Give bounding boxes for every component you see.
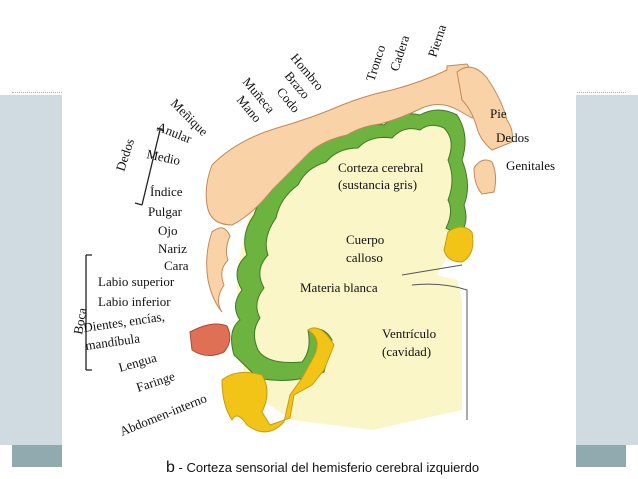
label-cadera: Cadera: [387, 33, 413, 73]
label-abdomen: Abdomen-interno: [118, 390, 209, 439]
lower-yellow-region: [221, 327, 335, 433]
label-genitales: Genitales: [506, 158, 555, 173]
label-faringe: Faringe: [134, 368, 177, 395]
label-pulgar: Pulgar: [148, 204, 183, 219]
label-corteza-1: Corteza cerebral: [338, 160, 424, 175]
label-nariz: Nariz: [158, 241, 187, 256]
brain-figure: Hombro Brazo Codo Muñeca Mano Tronco Cad…: [62, 0, 576, 479]
label-ventriculo-2: (cavidad): [382, 344, 431, 359]
label-lengua: Lengua: [117, 350, 159, 375]
label-cara: Cara: [164, 258, 189, 273]
label-pie: Pie: [490, 106, 507, 121]
homunculus-arm: [205, 63, 485, 226]
caption-letter: b: [166, 459, 175, 476]
label-cuerpo-1: Cuerpo: [346, 232, 384, 247]
homunculus-tongue: [189, 323, 231, 356]
label-dedos: Dedos: [113, 137, 138, 173]
label-labio-inferior: Labio inferior: [98, 294, 171, 309]
label-tronco: Tronco: [363, 43, 389, 83]
label-cuerpo-2: calloso: [346, 250, 383, 265]
label-materia-blanca: Materia blanca: [300, 280, 378, 295]
label-medio: Medio: [145, 146, 181, 168]
label-corteza-2: (sustancia gris): [338, 177, 417, 192]
sensory-homunculus-diagram: Hombro Brazo Codo Muñeca Mano Tronco Cad…: [70, 22, 555, 476]
caption-text: - Corteza sensorial del hemisferio cereb…: [175, 460, 479, 475]
homunculus-face: [206, 227, 231, 313]
homunculus-leg: [456, 66, 513, 151]
white-matter-region: [237, 112, 462, 430]
label-pierna: Pierna: [425, 22, 450, 58]
ventricle-outline: [401, 264, 468, 420]
homunculus-genitals: [473, 159, 497, 195]
dedos-bracket: [134, 127, 165, 206]
label-boca: Boca: [70, 306, 89, 335]
label-dedos-pie: Dedos: [496, 130, 529, 145]
label-dientes-1: Dientes, encías,: [82, 309, 165, 335]
corpus-callosum-region: [443, 226, 474, 263]
boca-bracket: [85, 254, 92, 371]
label-dientes-2: mandíbula: [84, 330, 141, 353]
figure-caption: b - Corteza sensorial del hemisferio cer…: [166, 459, 479, 476]
label-indice: Índice: [150, 184, 183, 199]
label-ojo: Ojo: [158, 223, 178, 238]
label-ventriculo-1: Ventrículo: [382, 326, 436, 341]
label-labio-superior: Labio superior: [98, 274, 175, 289]
